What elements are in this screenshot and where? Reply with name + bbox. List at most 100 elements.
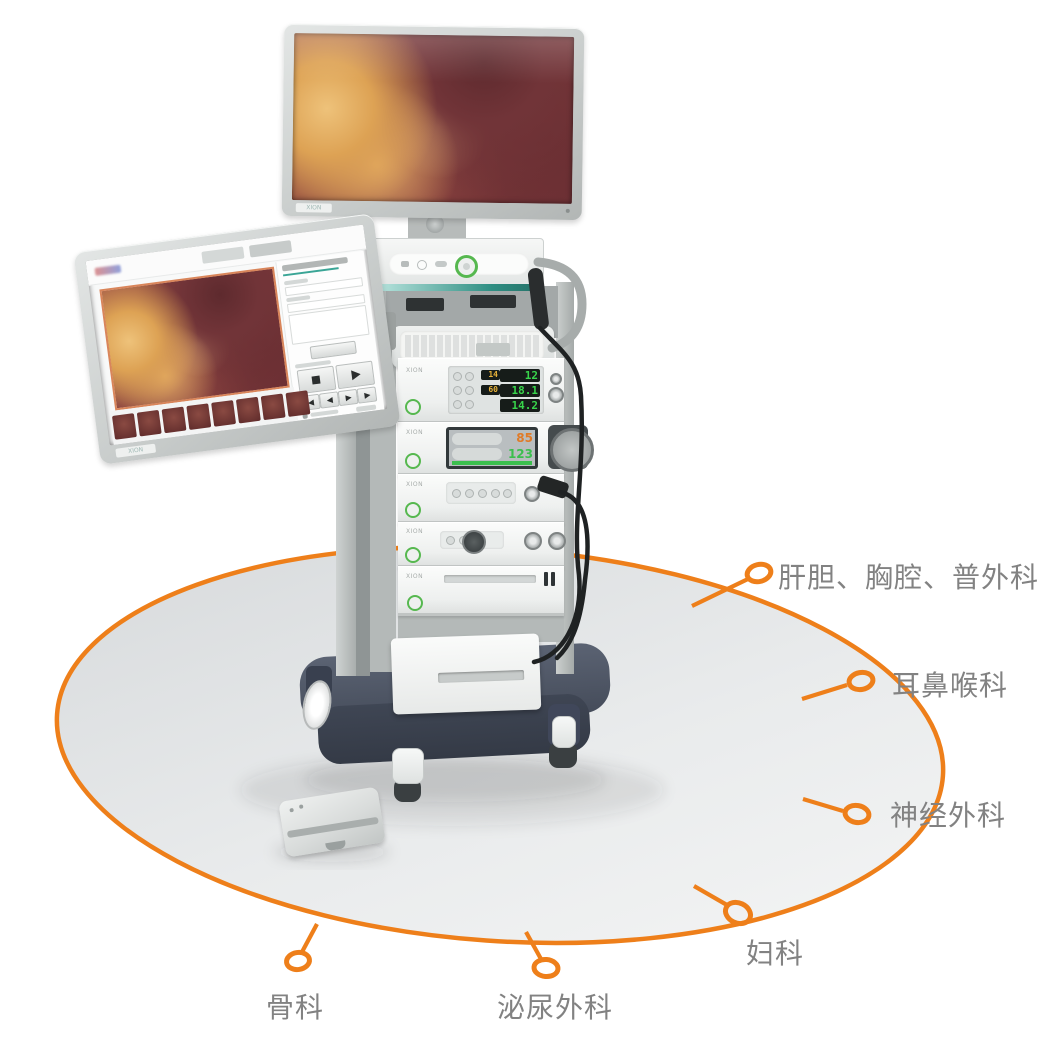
insufflator-button — [465, 386, 474, 395]
console-icon-3 — [435, 261, 447, 267]
bay-vent — [406, 298, 444, 311]
cart-shadow-inner — [305, 758, 605, 802]
storage-slot — [437, 669, 525, 683]
brand-logo: XION — [406, 528, 424, 535]
label-orthopedics: 骨科 — [266, 991, 325, 1024]
pump-screen: 85 123 — [449, 430, 535, 466]
stop-icon — [311, 375, 321, 385]
pump-upper-value: 85 — [516, 431, 533, 445]
pedal-dot — [298, 804, 304, 809]
label-urology: 泌尿外科 — [497, 991, 614, 1024]
pump-gauge-row — [452, 448, 502, 460]
power-icon — [463, 263, 470, 270]
actual-flow-display: 18.1 — [500, 384, 540, 397]
touch-monitor: XION — [73, 213, 401, 465]
doc-power-button — [407, 595, 423, 611]
ui-thumbnail — [186, 403, 212, 430]
main-monitor: XION — [281, 23, 585, 221]
bay-vent — [470, 295, 516, 308]
monitor-power-led — [565, 208, 570, 213]
ui-thumbnail — [136, 409, 162, 437]
camera-power-button — [405, 502, 421, 518]
power-button — [455, 255, 478, 278]
brand-logo: XION — [406, 573, 424, 580]
brand-logo: XION — [406, 429, 424, 436]
monitor-brand-logo: XION — [295, 203, 332, 213]
console-icon-2 — [417, 260, 427, 270]
label-ent: 耳鼻喉科 — [892, 669, 1009, 702]
doc-vent — [544, 572, 548, 586]
camera-button — [452, 489, 461, 498]
light-port-2 — [548, 532, 566, 550]
set-flow-display: 60 — [481, 385, 500, 395]
light-source-unit: XION — [398, 522, 566, 568]
keyboard-keys — [405, 335, 539, 357]
label-hepatobiliary: 肝胆、胸腔、普外科 — [778, 561, 1040, 594]
step-forward-icon — [364, 392, 371, 399]
doc-vent — [551, 572, 555, 586]
ui-tab — [201, 246, 245, 264]
monitor-hinge — [426, 215, 444, 233]
label-neurosurgery: 神经外科 — [890, 799, 1007, 832]
pedal-dot — [289, 807, 294, 813]
ui-thumbnail — [211, 400, 237, 427]
doc-slot — [444, 575, 536, 583]
brand-logo: XION — [406, 481, 424, 488]
camera-button — [491, 489, 500, 498]
console-icon-1 — [401, 261, 409, 267]
insufflator-panel: 14 12 60 18.1 14.2 — [448, 366, 544, 414]
prev-icon — [326, 397, 334, 404]
glass-shelf-edge — [372, 284, 542, 291]
storage-module — [390, 633, 542, 715]
insufflator-button — [453, 386, 462, 395]
insufflator-button — [465, 372, 474, 381]
ui-thumbnail — [260, 393, 286, 421]
camera-button — [465, 489, 474, 498]
right-caster-boot — [552, 716, 576, 748]
set-pressure-display: 14 — [481, 370, 500, 380]
keyboard — [400, 331, 544, 361]
insufflator-button — [453, 372, 462, 381]
touch-monitor-screen — [85, 224, 388, 446]
camera-button — [503, 489, 512, 498]
touch-monitor-brand-logo: XION — [115, 443, 157, 458]
pump-unit: XION 85 123 — [398, 422, 594, 476]
ui-thumbnail — [235, 396, 261, 424]
play-icon — [351, 369, 362, 381]
ui-thumbnail — [161, 406, 187, 434]
light-button — [446, 536, 455, 545]
next-icon — [345, 394, 353, 402]
insufflator-port-small — [550, 373, 562, 385]
label-gynecology: 妇科 — [746, 937, 805, 970]
ui-live-image — [99, 266, 290, 411]
pump-gauge-row — [452, 433, 502, 445]
front-caster-boot — [392, 748, 424, 784]
ui-checkbox-label — [310, 409, 339, 418]
light-power-button — [405, 547, 421, 563]
cart-console — [372, 238, 544, 286]
camera-button-panel — [446, 482, 516, 504]
ui-small-value — [355, 404, 377, 413]
ui-app-logo — [94, 264, 122, 276]
documentation-unit: XION — [398, 566, 564, 616]
pump-status-bar — [452, 461, 532, 465]
main-monitor-screen — [291, 33, 575, 204]
ui-next-button — [337, 388, 359, 407]
insufflator-button — [453, 400, 462, 409]
insufflator-power-button — [405, 399, 421, 415]
brand-logo: XION — [406, 367, 424, 374]
actual-pressure-display: 12 — [500, 369, 540, 382]
pump-touchscreen: 85 123 — [446, 427, 538, 469]
ui-play-button — [335, 360, 376, 390]
ui-tab — [248, 240, 293, 258]
pump-knob — [550, 428, 594, 472]
touchpad — [476, 343, 510, 356]
light-knob — [462, 530, 486, 554]
light-port-1 — [524, 532, 542, 550]
insufflator-button — [465, 400, 474, 409]
ui-save-button — [309, 340, 357, 360]
camera-button — [478, 489, 487, 498]
pedal-groove — [286, 816, 379, 839]
pump-lower-value: 123 — [507, 447, 533, 461]
